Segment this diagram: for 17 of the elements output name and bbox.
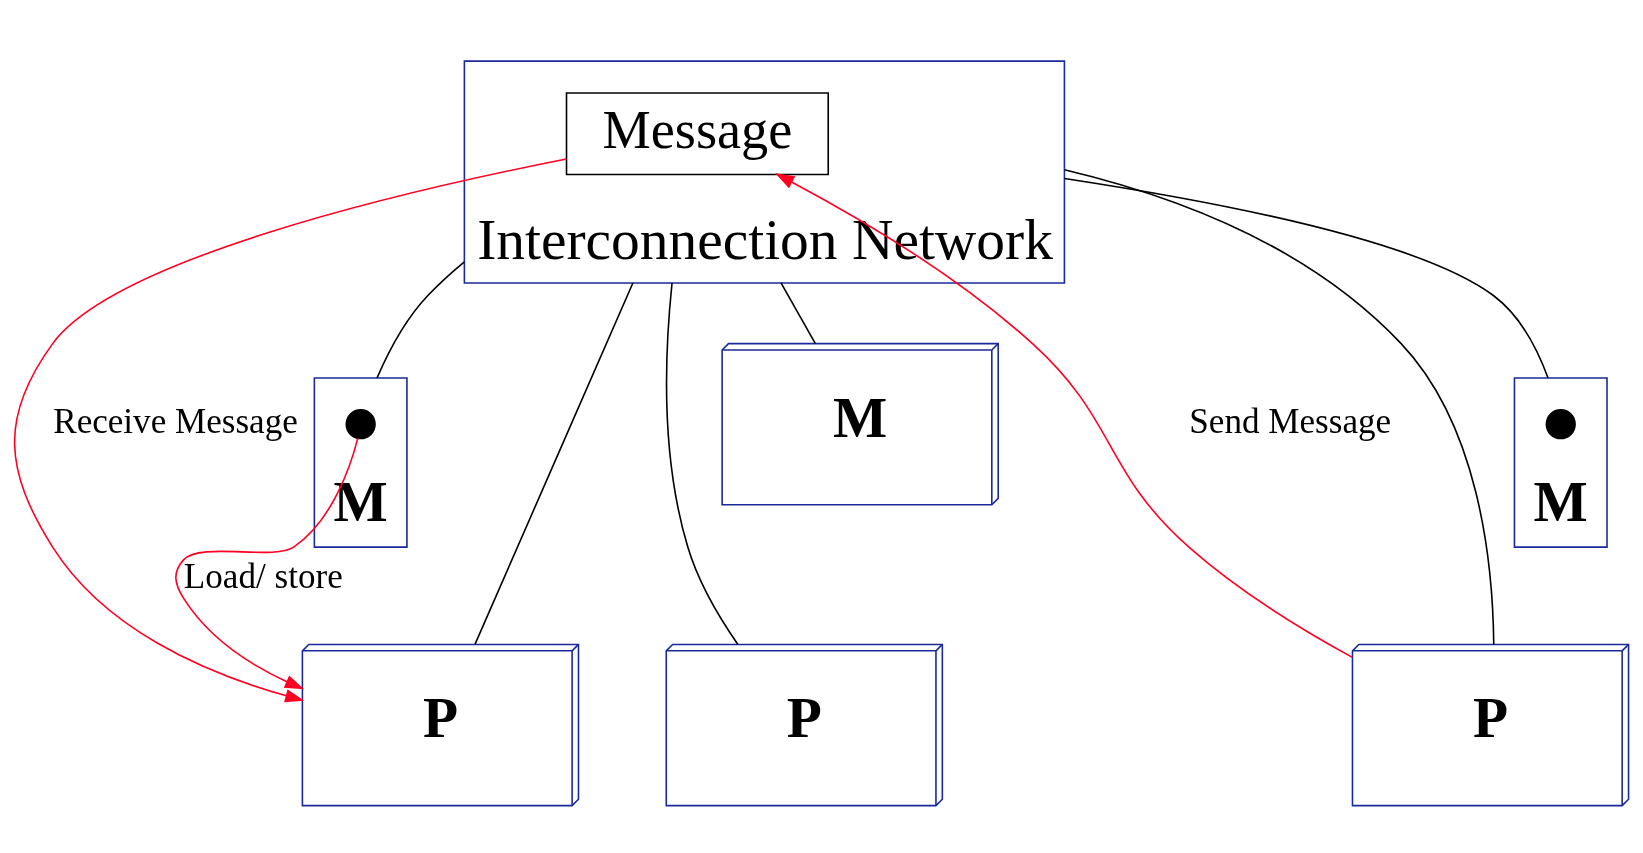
arrow <box>775 172 1354 658</box>
connector <box>665 281 739 645</box>
edge-label: Receive Message <box>53 401 298 441</box>
edge-label: Load/ store <box>183 556 343 596</box>
node-box: Message <box>565 91 830 175</box>
arrow <box>13 157 568 702</box>
connector <box>474 281 634 645</box>
node-circle <box>1545 408 1576 439</box>
connector <box>780 281 817 344</box>
arrow <box>175 437 359 689</box>
cluster: M <box>1513 376 1608 548</box>
connector <box>376 260 466 379</box>
node-circle <box>345 408 376 439</box>
connector <box>1063 177 1549 379</box>
edge-label: Send Message <box>1189 401 1392 441</box>
connector <box>1063 168 1495 645</box>
cluster: M <box>313 376 408 548</box>
